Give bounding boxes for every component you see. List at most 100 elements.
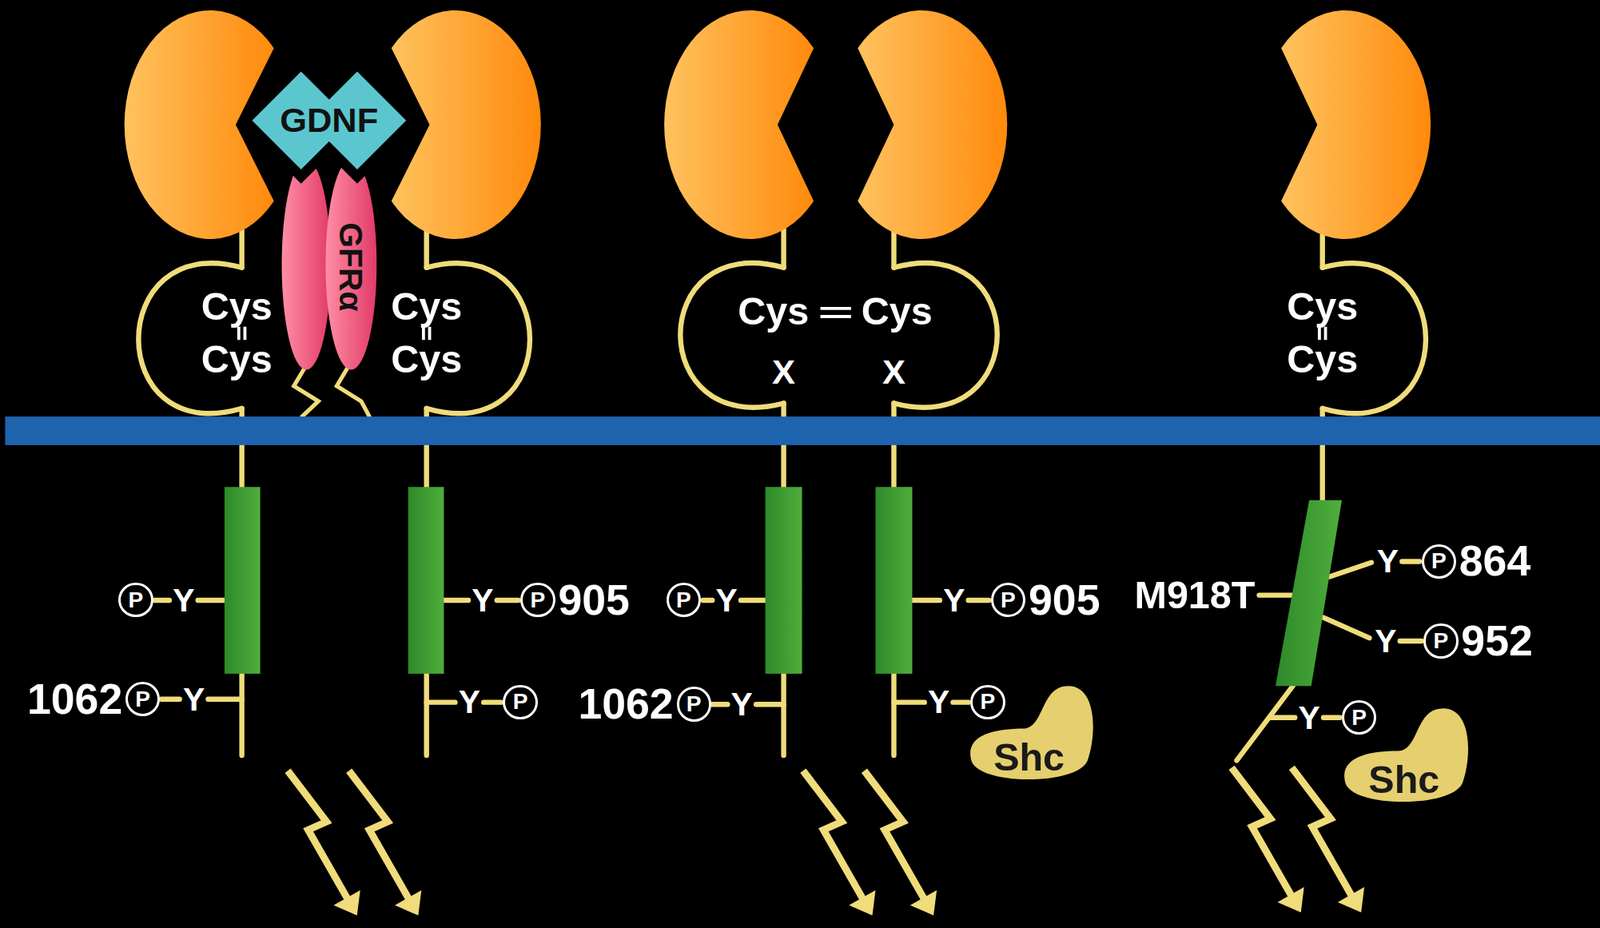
- adaptor-label: Shc: [993, 736, 1065, 777]
- tyrosine-label: Y: [1297, 700, 1320, 734]
- phospho-circle: P: [502, 684, 538, 720]
- residue-number: 1062: [577, 682, 673, 726]
- mutation-mark: X: [772, 354, 796, 390]
- adaptor-blob: Shc: [964, 681, 1095, 786]
- phospho-label: P: [1351, 706, 1367, 729]
- signal-bolt: [349, 770, 422, 916]
- residue-number: 864: [1459, 539, 1531, 583]
- phospho-label: P: [1431, 549, 1447, 573]
- cys-loop: [893, 262, 997, 408]
- phospho-circle: P: [520, 582, 555, 617]
- signal-bolt: [287, 770, 361, 916]
- tyrosine-label: Y: [943, 583, 965, 617]
- tyrosine-label: Y: [1377, 545, 1399, 578]
- kinase-domain: [1275, 500, 1342, 686]
- phospho-label: P: [1432, 629, 1449, 653]
- cadherin-domain: [1281, 10, 1431, 239]
- cys-label: Cys: [201, 339, 273, 379]
- bolt-head: [910, 890, 937, 916]
- cys-label: Cys: [390, 339, 462, 379]
- coreceptor-ellipse: [325, 159, 377, 370]
- phospho-circle: P: [991, 582, 1026, 617]
- residue-number: 905: [557, 578, 629, 622]
- mutation-mark: X: [882, 354, 906, 390]
- phospho-circle: P: [118, 582, 153, 617]
- phospho-label: P: [676, 589, 692, 612]
- signal-bolt: [1231, 767, 1294, 898]
- phospho-circle: P: [1423, 623, 1458, 658]
- phospho-circle: P: [666, 582, 701, 617]
- residue-number: 952: [1460, 619, 1533, 663]
- mutation-label: M918T: [1134, 575, 1255, 615]
- tyrosine-label: Y: [183, 682, 205, 716]
- tyrosine-label: Y: [471, 583, 494, 617]
- cys-label: Cys: [737, 291, 809, 331]
- tyrosine-label: Y: [731, 688, 753, 721]
- tyrosine-label: Y: [1374, 624, 1397, 657]
- residue-number: 905: [1028, 578, 1100, 622]
- cys-loop: [138, 262, 242, 414]
- kinase-domain: [408, 486, 445, 674]
- bolt-head: [1337, 887, 1365, 913]
- residue-number: 1062: [27, 677, 123, 721]
- signal-bolts: [287, 767, 1365, 916]
- phospho-label: P: [135, 688, 151, 711]
- kinase-domain: [224, 486, 261, 674]
- cys-label: Cys: [390, 286, 462, 327]
- kinase-domains: [224, 486, 1342, 686]
- phospho-circle: P: [1421, 544, 1457, 579]
- bolt-head: [394, 890, 422, 916]
- tyrosine-label: Y: [458, 685, 481, 719]
- adaptor-blob: Shc: [1338, 704, 1469, 808]
- cell-membrane: [4, 416, 1600, 446]
- bolt-head: [334, 890, 361, 916]
- signal-bolt: [803, 770, 876, 916]
- phospho-circle: P: [676, 686, 712, 721]
- tyrosine-tick: [1259, 561, 1422, 717]
- cys-loop: [680, 262, 784, 408]
- coreceptor-ellipse: [281, 159, 331, 370]
- cys-label: Cys: [201, 286, 273, 327]
- phospho-label: P: [529, 589, 546, 612]
- coreceptor-ellipse: GFRα: [279, 157, 379, 372]
- phospho-label: P: [127, 589, 144, 612]
- signal-bolt: [1231, 767, 1305, 912]
- phospho-label: P: [1000, 589, 1016, 612]
- disulfide-bond: [1319, 326, 1326, 341]
- signal-bolt: [287, 770, 350, 901]
- tyrosine-label: Y: [715, 583, 737, 617]
- tyrosine-label: Y: [172, 583, 195, 617]
- cys-loop: [426, 262, 530, 414]
- disulfide-bond: [423, 326, 430, 341]
- signal-bolt: [803, 770, 865, 901]
- bolt-head: [848, 890, 876, 916]
- cadherin-domain: [857, 10, 1007, 239]
- adaptor-label: Shc: [1368, 759, 1440, 799]
- kinase-domain: [875, 486, 912, 674]
- tyrosine-label: Y: [927, 685, 950, 719]
- adaptor-blob: [970, 685, 1094, 780]
- phospho-label: P: [686, 692, 702, 716]
- signal-bolt: [349, 770, 411, 901]
- bolt-head: [1277, 887, 1305, 913]
- phospho-circle: P: [125, 681, 160, 717]
- phospho-circle: P: [1341, 700, 1377, 735]
- cys-loop: [1322, 262, 1426, 414]
- ligand-label: GDNF: [279, 103, 379, 138]
- phospho-label: P: [513, 690, 529, 713]
- cys-label: Cys: [861, 291, 933, 331]
- ligand-diamond: GDNF: [235, 55, 423, 186]
- disulfide-bond: [820, 308, 852, 317]
- disulfide-bond: [238, 326, 246, 341]
- signal-bolt: [1291, 767, 1354, 898]
- adaptor-blob: [1344, 708, 1469, 802]
- signal-bolt: [863, 770, 926, 901]
- phospho-circle: P: [970, 684, 1005, 720]
- cadherin-domain: [664, 10, 814, 239]
- signal-bolt: [863, 770, 937, 916]
- kinase-domain: [765, 486, 803, 674]
- gpi-anchor: [294, 365, 370, 417]
- coreceptor-label: GFRα: [334, 222, 368, 312]
- phospho-label: P: [980, 690, 996, 713]
